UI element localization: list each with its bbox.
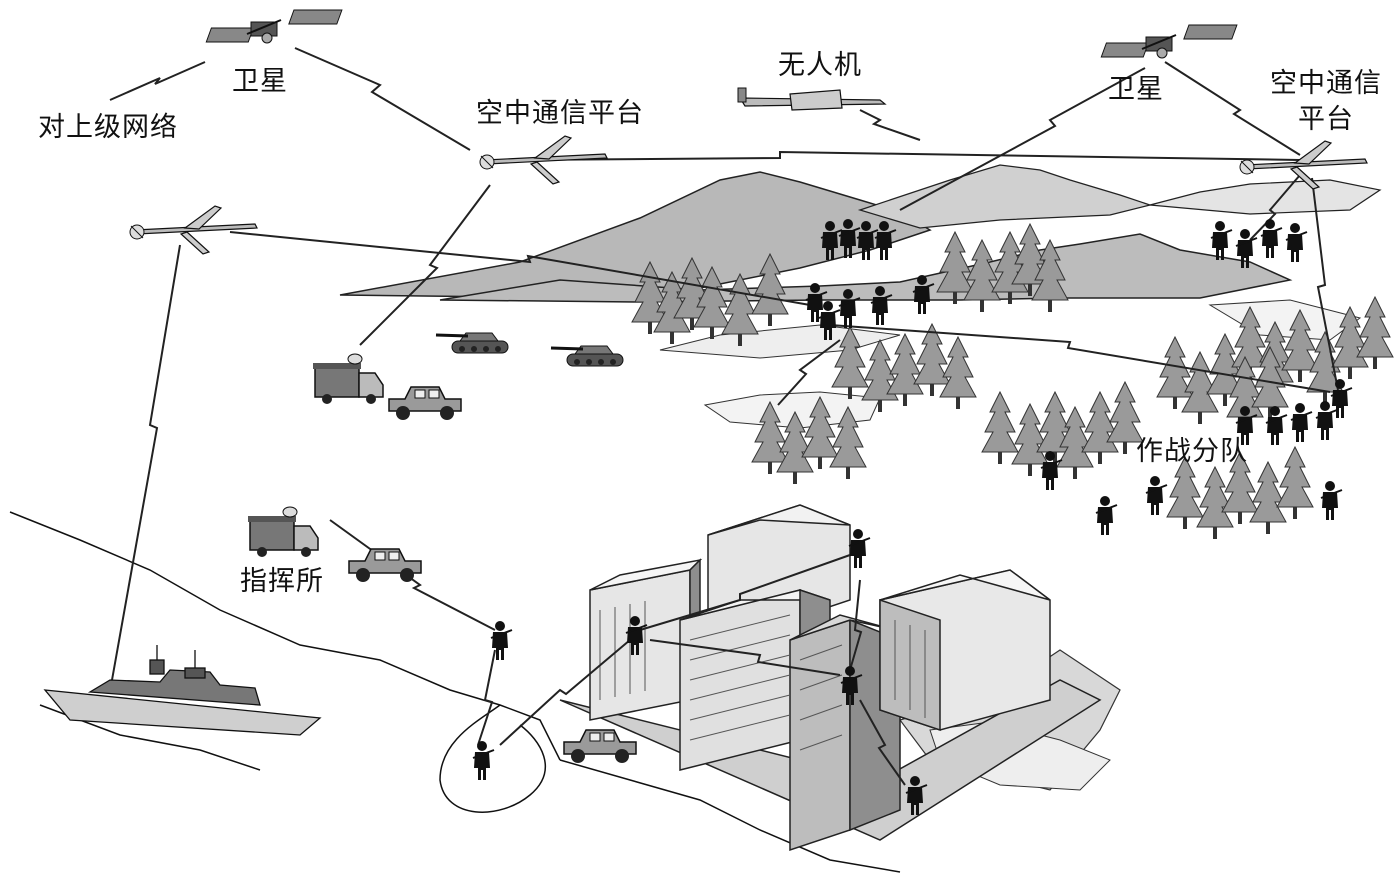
command-truck-icon — [247, 506, 319, 558]
label-satellite-left: 卫星 — [232, 66, 288, 97]
label-air-platform-right-line1: 空中通信 — [1270, 68, 1382, 99]
label-command-post: 指挥所 — [240, 566, 324, 597]
air-platform-far-left-icon — [129, 205, 258, 255]
label-combat-unit: 作战分队 — [1136, 436, 1248, 467]
mountains — [339, 164, 1382, 303]
relay-truck-icon — [312, 353, 384, 405]
jeep-2-icon — [348, 548, 422, 583]
label-uav: 无人机 — [778, 50, 862, 81]
label-air-platform-left: 空中通信平台 — [476, 98, 644, 129]
satellite-left-icon — [205, 9, 343, 44]
label-air-platform-right-line2: 平台 — [1298, 104, 1354, 135]
tank-2-icon — [549, 344, 625, 368]
tank-1-icon — [434, 331, 510, 355]
label-upper-network: 对上级网络 — [38, 112, 178, 143]
satellite-right-icon — [1100, 24, 1238, 59]
city-buildings — [559, 504, 1102, 852]
communication-links — [109, 47, 1339, 786]
warship-icon — [43, 645, 322, 736]
uav-icon — [737, 87, 887, 111]
jeep-1-icon — [388, 386, 462, 421]
label-satellite-right: 卫星 — [1108, 74, 1164, 105]
jeep-3-icon — [563, 729, 637, 764]
